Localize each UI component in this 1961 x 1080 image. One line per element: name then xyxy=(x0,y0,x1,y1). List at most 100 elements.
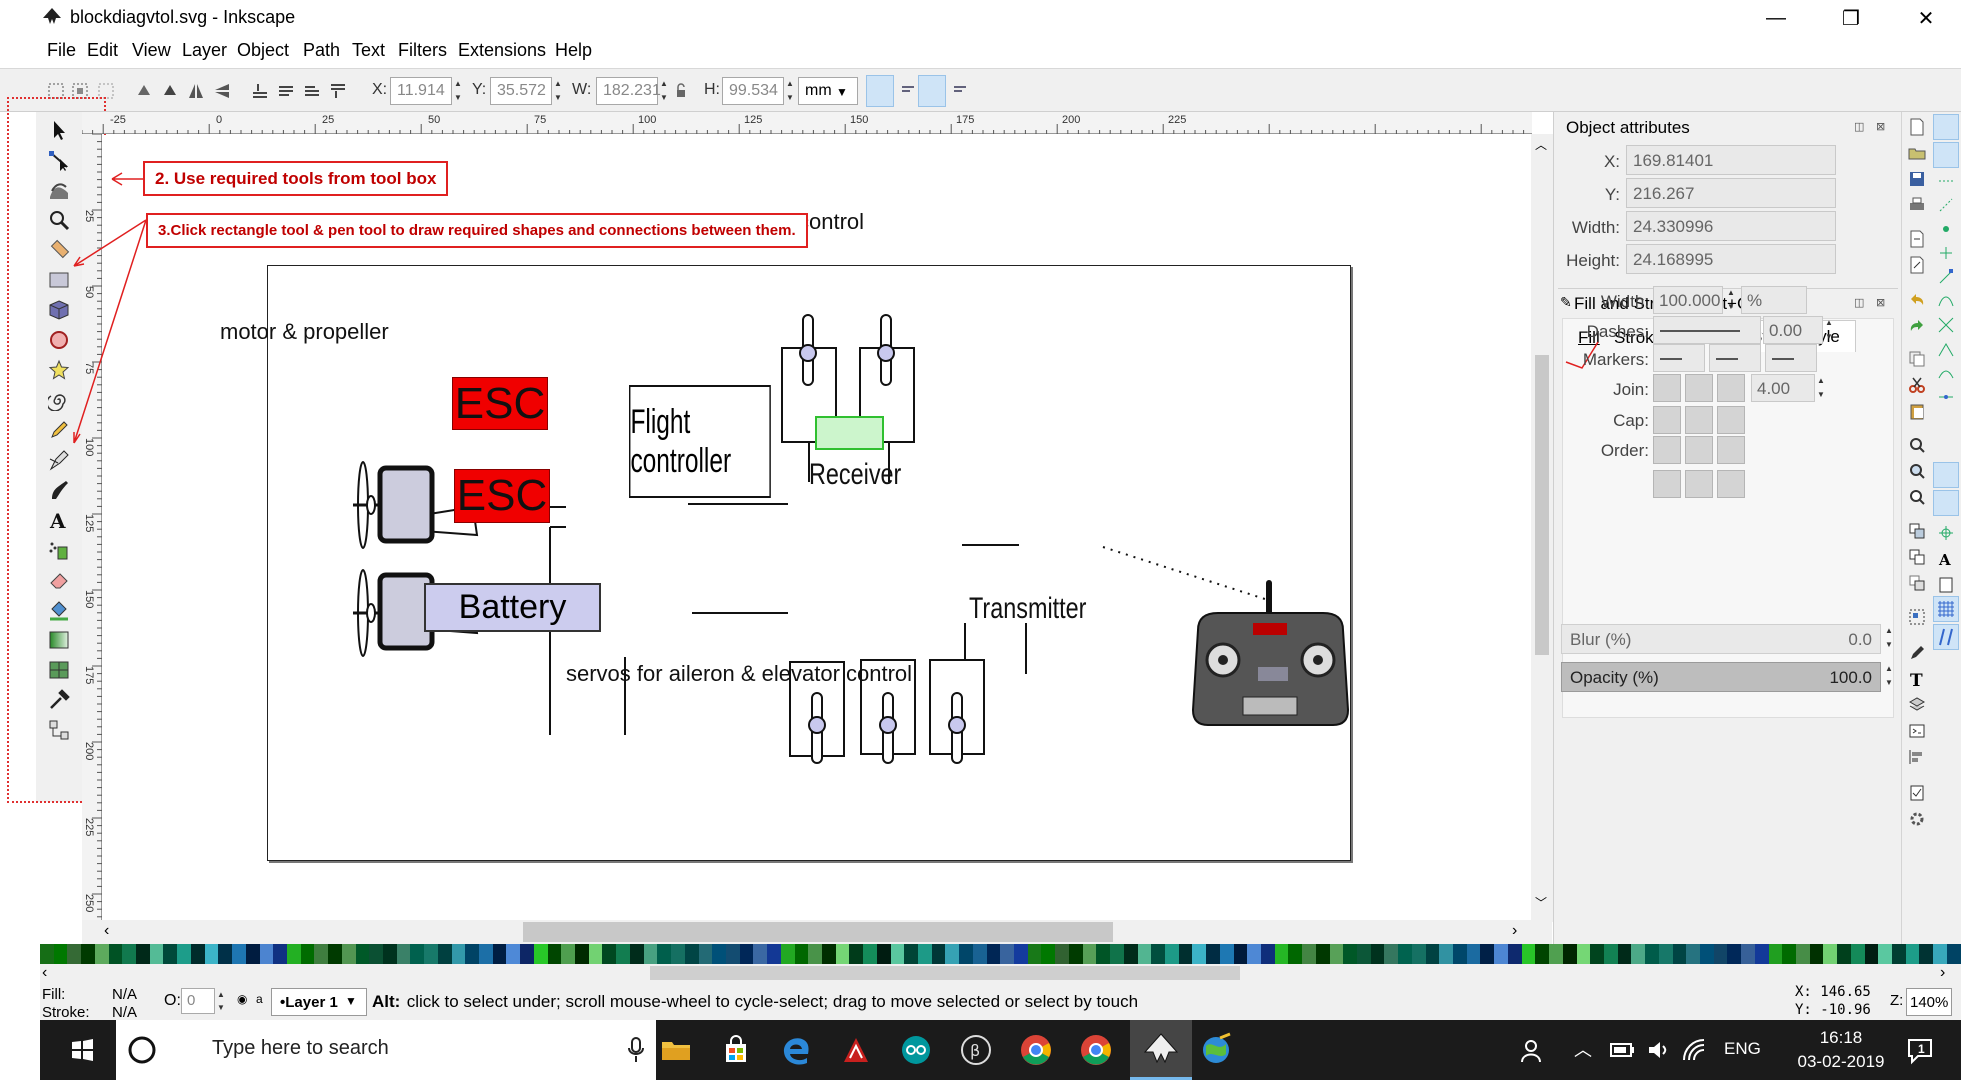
unlink-clone-icon[interactable] xyxy=(1908,574,1926,592)
palette-swatch[interactable] xyxy=(232,944,246,964)
palette-swatch[interactable] xyxy=(1206,944,1220,964)
palette-scroll-thumb[interactable] xyxy=(650,966,1240,980)
snap-page-border-toggle[interactable] xyxy=(1933,462,1959,488)
snap-midpoint-icon[interactable] xyxy=(1937,220,1955,238)
palette-swatch[interactable] xyxy=(355,944,370,964)
order-button-1[interactable] xyxy=(1653,436,1681,464)
close-button[interactable]: ✕ xyxy=(1917,7,1935,30)
select-all-icon[interactable] xyxy=(46,81,66,101)
palette-swatch[interactable] xyxy=(986,944,1001,964)
print-icon[interactable] xyxy=(1908,196,1926,214)
palette-swatch[interactable] xyxy=(1370,944,1385,964)
select-all-layers-icon[interactable] xyxy=(70,81,90,101)
chrome-icon[interactable] xyxy=(1016,1030,1056,1070)
clone-icon[interactable] xyxy=(1908,548,1926,566)
zoom-input[interactable]: 140% xyxy=(1906,988,1952,1016)
snap-line-midpoint-icon[interactable] xyxy=(1937,388,1955,406)
dashes-offset-input[interactable]: 0.00 xyxy=(1763,316,1823,344)
vertical-scroll-thumb[interactable] xyxy=(1535,355,1549,655)
order-button-4[interactable] xyxy=(1653,470,1681,498)
w-spinner[interactable]: ▲▼ xyxy=(660,79,668,102)
palette-swatch[interactable] xyxy=(177,944,191,964)
horizontal-scroll-thumb[interactable] xyxy=(523,922,1113,942)
order-button-5[interactable] xyxy=(1685,470,1713,498)
star-tool[interactable] xyxy=(44,356,74,384)
menu-file[interactable]: File xyxy=(47,40,77,60)
palette-swatch[interactable] xyxy=(163,944,178,964)
palette-swatch[interactable] xyxy=(122,944,137,964)
palette-swatch[interactable] xyxy=(1123,944,1138,964)
palette-swatch[interactable] xyxy=(1192,944,1207,964)
mid-marker-select[interactable] xyxy=(1709,344,1761,372)
snap-text-baseline-icon[interactable]: A xyxy=(1937,550,1955,568)
palette-swatch[interactable] xyxy=(1645,944,1659,964)
palette-swatch[interactable] xyxy=(876,944,891,964)
palette-swatch[interactable] xyxy=(1027,944,1042,964)
snap-smooth-icon[interactable] xyxy=(1937,364,1955,382)
mesh-tool[interactable] xyxy=(44,656,74,684)
snap-page-icon[interactable] xyxy=(1937,576,1955,594)
palette-swatch[interactable] xyxy=(520,944,534,964)
snap-cusp-icon[interactable] xyxy=(1937,340,1955,358)
cap-butt-button[interactable] xyxy=(1653,406,1681,434)
palette-swatch[interactable] xyxy=(136,944,150,964)
palette-swatch[interactable] xyxy=(1892,944,1906,964)
palette-swatch[interactable] xyxy=(780,944,795,964)
group-icon[interactable] xyxy=(1908,608,1926,626)
palette-swatch[interactable] xyxy=(821,944,836,964)
clock-date[interactable]: 03-02-2019 xyxy=(1797,1052,1885,1071)
palette-swatch[interactable] xyxy=(1110,944,1124,964)
palette-swatch[interactable] xyxy=(273,944,287,964)
menu-object[interactable]: Object xyxy=(237,40,290,60)
chevron-left-icon[interactable]: ‹ xyxy=(104,922,110,939)
palette-swatch[interactable] xyxy=(794,944,809,964)
palette-swatch[interactable] xyxy=(108,944,123,964)
palette-swatch[interactable] xyxy=(1453,944,1467,964)
spiral-tool[interactable] xyxy=(44,386,74,414)
scale-stroke-toggle[interactable] xyxy=(866,75,894,107)
palette-swatch[interactable] xyxy=(904,944,918,964)
dashes-select[interactable] xyxy=(1653,316,1761,344)
palette-swatch[interactable] xyxy=(1096,944,1111,964)
palette-swatch[interactable] xyxy=(1000,944,1015,964)
snap-bbox-corner-icon[interactable] xyxy=(1937,196,1955,214)
snap-rotation-center-icon[interactable] xyxy=(1937,524,1955,542)
chevron-right-icon[interactable]: › xyxy=(1512,922,1518,939)
palette-swatch[interactable] xyxy=(382,944,397,964)
palette-swatch[interactable] xyxy=(1288,944,1303,964)
import-icon[interactable] xyxy=(1908,230,1926,248)
dropper-tool[interactable] xyxy=(44,686,74,714)
order-button-6[interactable] xyxy=(1717,470,1745,498)
palette-swatch[interactable] xyxy=(1055,944,1069,964)
palette-swatch[interactable] xyxy=(1439,944,1454,964)
fill-stroke-dialog-icon[interactable] xyxy=(1908,644,1926,662)
blur-spinner[interactable]: ▲▼ xyxy=(1885,626,1893,649)
cap-square-button[interactable] xyxy=(1717,406,1745,434)
blur-slider[interactable]: Blur (%) 0.0 xyxy=(1561,624,1881,654)
x-input[interactable]: 11.914 xyxy=(390,77,452,105)
palette-swatch[interactable] xyxy=(1782,944,1796,964)
menu-filters[interactable]: Filters xyxy=(398,40,447,60)
palette-swatch[interactable] xyxy=(945,944,960,964)
zoom-selection-icon[interactable] xyxy=(1908,436,1926,454)
receiver-box[interactable] xyxy=(815,416,884,450)
join-round-button[interactable] xyxy=(1685,374,1713,402)
palette-swatch[interactable] xyxy=(1919,944,1934,964)
text-tool[interactable]: A xyxy=(44,506,74,534)
join-miter-button[interactable] xyxy=(1653,374,1681,402)
palette-swatch[interactable] xyxy=(1631,944,1646,964)
notification-center-icon[interactable] xyxy=(1906,1036,1936,1066)
palette-swatch[interactable] xyxy=(1315,944,1330,964)
palette-swatch[interactable] xyxy=(149,944,164,964)
esc-box-2[interactable]: ESC xyxy=(454,469,550,523)
palette-swatch[interactable] xyxy=(602,944,617,964)
palette-swatch[interactable] xyxy=(53,944,68,964)
palette-swatch[interactable] xyxy=(972,944,987,964)
horizontal-ruler[interactable]: -25 0 25 50 75 100 125 150 175 200 225 xyxy=(82,112,1532,134)
palette-swatch[interactable] xyxy=(959,944,973,964)
miter-limit-input[interactable]: 4.00 xyxy=(1751,374,1815,402)
opacity-status-input[interactable]: 0 xyxy=(181,988,215,1014)
taskbar-inkscape-active[interactable] xyxy=(1130,1020,1192,1080)
palette-swatch[interactable] xyxy=(396,944,411,964)
unit-select[interactable]: mm xyxy=(798,77,858,105)
